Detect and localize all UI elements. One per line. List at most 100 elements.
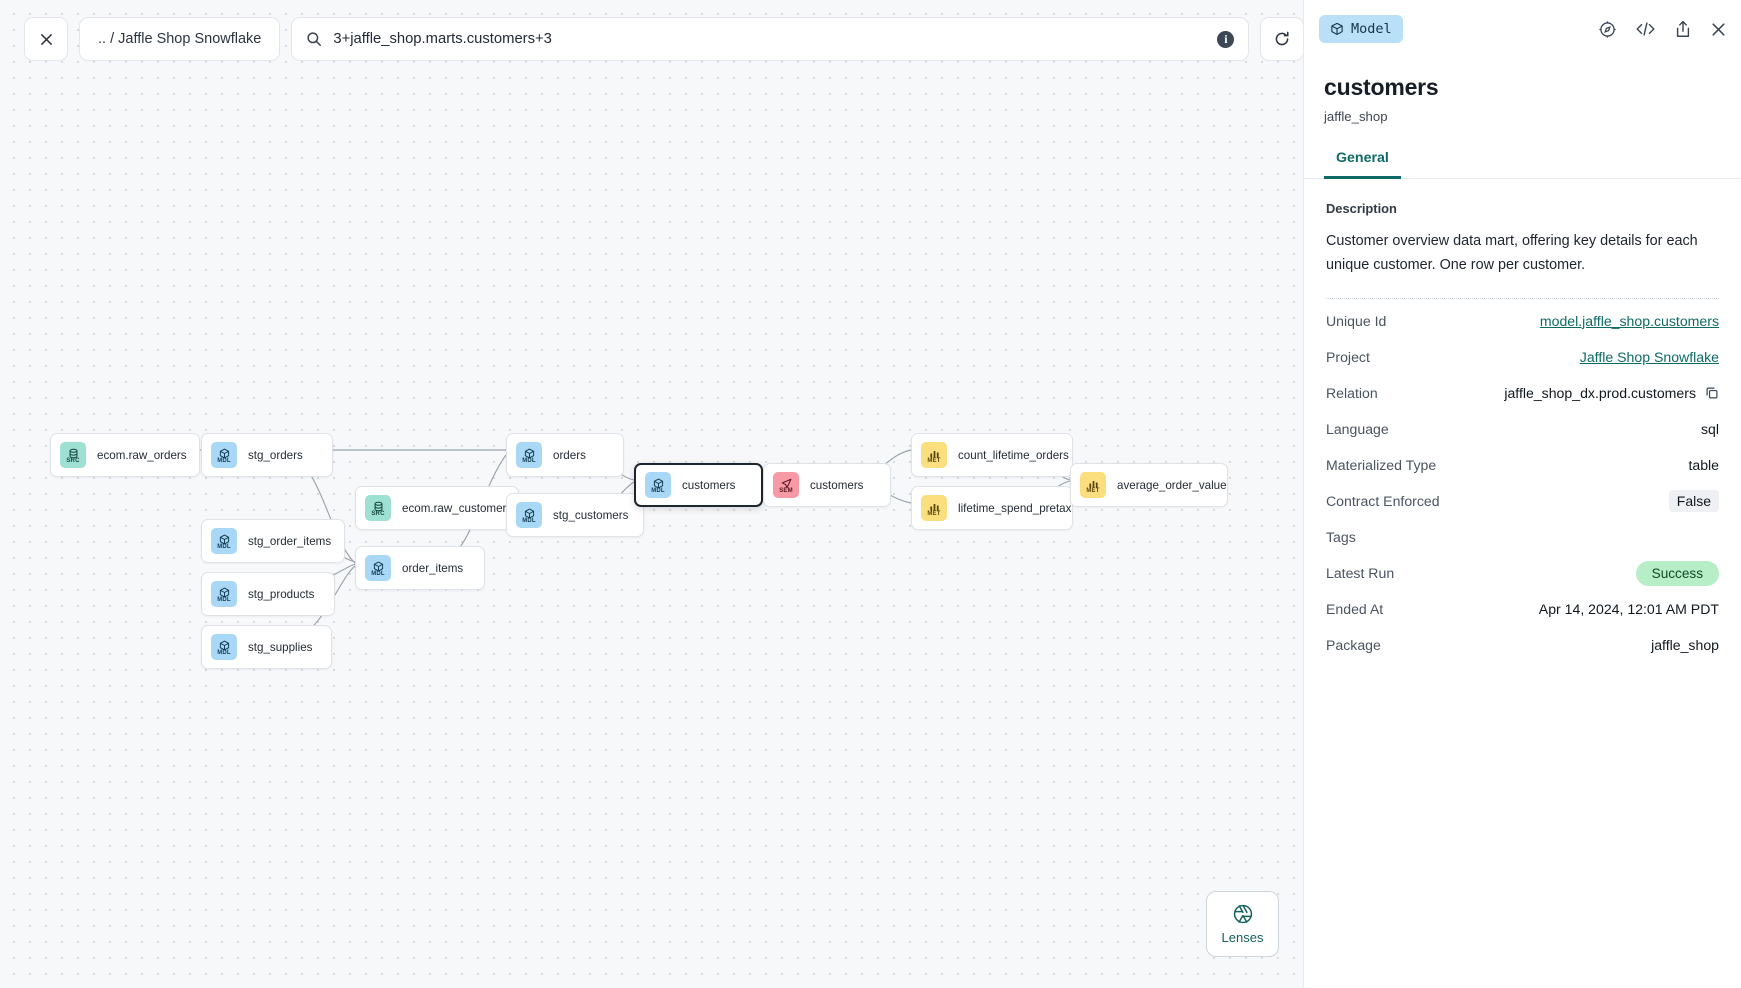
graph-node-label: customers bbox=[682, 478, 736, 492]
detail-key: Project bbox=[1326, 348, 1370, 365]
panel-body: Description Customer overview data mart,… bbox=[1304, 179, 1741, 988]
graph-node-label: stg_order_items bbox=[248, 534, 332, 548]
panel-header: customers jaffle_shop bbox=[1304, 58, 1741, 124]
panel-subtitle: jaffle_shop bbox=[1324, 109, 1388, 124]
graph-node-count_lifetime_orders[interactable]: MET count_lifetime_orders bbox=[911, 433, 1073, 477]
graph-node-order_items[interactable]: MDL order_items bbox=[355, 546, 485, 590]
detail-row: Language sql bbox=[1326, 411, 1719, 447]
met-badge-icon: MET bbox=[921, 442, 947, 468]
detail-key: Materialized Type bbox=[1326, 456, 1437, 473]
detail-key: Relation bbox=[1326, 384, 1378, 401]
src-badge-icon: SRC bbox=[60, 442, 86, 468]
graph-node-ecom_raw_orders[interactable]: SRC ecom.raw_orders bbox=[50, 433, 200, 477]
mdl-badge-icon: MDL bbox=[211, 581, 237, 607]
status-badge: False bbox=[1668, 489, 1719, 512]
detail-value: jaffle_shop bbox=[1651, 636, 1719, 653]
share-icon[interactable] bbox=[1674, 20, 1692, 39]
detail-value: sql bbox=[1700, 420, 1719, 437]
detail-key: Contract Enforced bbox=[1326, 492, 1440, 509]
graph-node-stg_products[interactable]: MDL stg_products bbox=[201, 572, 335, 616]
cube-icon bbox=[1331, 22, 1343, 35]
aperture-icon bbox=[1233, 904, 1252, 924]
detail-row: Package jaffle_shop bbox=[1326, 627, 1719, 663]
page-title: customers bbox=[1324, 74, 1439, 100]
lineage-canvas[interactable]: .. / Jaffle Shop Snowflake i bbox=[0, 0, 1303, 988]
search-input[interactable] bbox=[333, 31, 1207, 47]
tab-general[interactable]: General bbox=[1324, 150, 1401, 179]
met-badge-icon: MET bbox=[921, 495, 947, 521]
breadcrumb-label: .. / Jaffle Shop Snowflake bbox=[98, 31, 262, 47]
panel-actions bbox=[1598, 20, 1727, 39]
refresh-icon bbox=[1276, 31, 1289, 46]
detail-key: Language bbox=[1326, 420, 1389, 437]
detail-value-group: False bbox=[1668, 489, 1719, 512]
graph-node-customers_model[interactable]: MDL customers bbox=[634, 463, 763, 507]
graph-node-label: ecom.raw_orders bbox=[97, 448, 187, 462]
mdl-badge-icon: MDL bbox=[516, 502, 542, 528]
graph-node-label: count_lifetime_orders bbox=[958, 448, 1069, 462]
resource-type-chip[interactable]: Model bbox=[1319, 15, 1403, 43]
section-divider bbox=[1326, 297, 1719, 299]
detail-key: Package bbox=[1326, 636, 1381, 653]
mdl-badge-icon: MDL bbox=[645, 472, 671, 498]
panel-tabs: General bbox=[1304, 150, 1741, 179]
graph-node-average_order_value[interactable]: MET average_order_value bbox=[1070, 463, 1228, 507]
canvas-toolbar: .. / Jaffle Shop Snowflake i bbox=[24, 17, 1303, 61]
details-panel: Model customers jaffle_shop bbox=[1303, 0, 1741, 988]
graph-node-stg_orders[interactable]: MDL stg_orders bbox=[201, 433, 333, 477]
detail-row: Project Jaffle Shop Snowflake bbox=[1326, 339, 1719, 375]
met-badge-icon: MET bbox=[1080, 472, 1106, 498]
detail-row: Tags bbox=[1326, 519, 1719, 555]
graph-node-label: ecom.raw_customers bbox=[402, 501, 513, 515]
graph-node-stg_customers[interactable]: MDL stg_customers bbox=[506, 493, 644, 537]
sem-badge-icon: SEM bbox=[773, 472, 799, 498]
graph-node-label: orders bbox=[553, 448, 586, 462]
description-label: Description bbox=[1326, 201, 1397, 216]
graph-node-label: stg_products bbox=[248, 587, 315, 601]
lenses-label: Lenses bbox=[1221, 930, 1264, 945]
src-badge-icon: SRC bbox=[365, 495, 391, 521]
detail-value-group: jaffle_shop_dx.prod.customers bbox=[1504, 385, 1719, 401]
info-icon[interactable]: i bbox=[1217, 30, 1235, 48]
code-icon[interactable] bbox=[1635, 20, 1656, 38]
compass-icon[interactable] bbox=[1598, 20, 1617, 39]
close-icon bbox=[40, 33, 52, 45]
detail-key: Tags bbox=[1326, 528, 1356, 545]
lineage-search[interactable]: i bbox=[291, 17, 1250, 61]
detail-value-link[interactable]: jaffle_shop_dx.prod.customers bbox=[1504, 384, 1696, 401]
lenses-button[interactable]: Lenses bbox=[1206, 891, 1279, 957]
detail-value-group: Success bbox=[1635, 560, 1719, 586]
graph-node-label: order_items bbox=[402, 561, 464, 575]
detail-key: Latest Run bbox=[1326, 564, 1395, 581]
description-text: Customer overview data mart, offering ke… bbox=[1326, 233, 1698, 273]
status-badge[interactable]: Success bbox=[1635, 560, 1719, 586]
graph-node-lifetime_spend_pretax[interactable]: MET lifetime_spend_pretax bbox=[911, 486, 1073, 530]
mdl-badge-icon: MDL bbox=[365, 555, 391, 581]
detail-value-link[interactable]: Jaffle Shop Snowflake bbox=[1579, 348, 1719, 365]
close-panel-icon[interactable] bbox=[1710, 21, 1727, 38]
close-lineage-button[interactable] bbox=[24, 17, 68, 61]
detail-key: Ended At bbox=[1326, 600, 1384, 617]
graph-node-label: lifetime_spend_pretax bbox=[958, 501, 1072, 515]
breadcrumb-button[interactable]: .. / Jaffle Shop Snowflake bbox=[79, 17, 281, 61]
detail-value-link[interactable]: model.jaffle_shop.customers bbox=[1539, 312, 1719, 329]
detail-row: Relation jaffle_shop_dx.prod.customers bbox=[1326, 375, 1719, 411]
graph-node-label: stg_customers bbox=[553, 508, 629, 522]
detail-value: Apr 14, 2024, 12:01 AM PDT bbox=[1538, 600, 1719, 617]
panel-toolbar: Model bbox=[1304, 0, 1741, 58]
graph-node-label: stg_orders bbox=[248, 448, 303, 462]
refresh-button[interactable] bbox=[1260, 17, 1303, 61]
graph-node-label: stg_supplies bbox=[248, 640, 313, 654]
mdl-badge-icon: MDL bbox=[211, 442, 237, 468]
graph-node-label: average_order_value bbox=[1117, 478, 1227, 492]
graph-node-ecom_raw_customers[interactable]: SRC ecom.raw_customers bbox=[355, 486, 519, 530]
copy-icon[interactable] bbox=[1705, 386, 1719, 400]
